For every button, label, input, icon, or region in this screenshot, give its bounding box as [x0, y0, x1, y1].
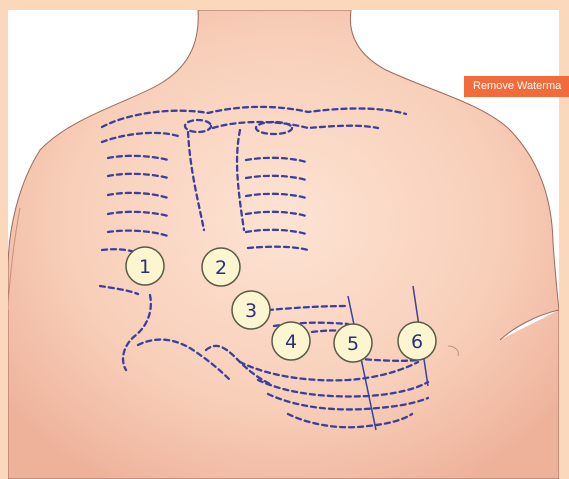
- electrode-5: 5: [334, 324, 372, 362]
- remove-watermark-button[interactable]: Remove Waterma: [464, 76, 569, 97]
- electrode-2: 2: [202, 248, 240, 286]
- electrode-1-label: 1: [139, 256, 151, 278]
- electrode-5-label: 5: [347, 333, 359, 355]
- electrode-3-label: 3: [245, 300, 257, 322]
- electrode-6: 6: [398, 322, 436, 360]
- electrode-2-label: 2: [215, 257, 227, 279]
- electrode-6-label: 6: [411, 331, 423, 353]
- electrode-3: 3: [232, 291, 270, 329]
- electrode-1: 1: [126, 247, 164, 285]
- electrode-4: 4: [272, 322, 310, 360]
- electrode-4-label: 4: [285, 331, 297, 353]
